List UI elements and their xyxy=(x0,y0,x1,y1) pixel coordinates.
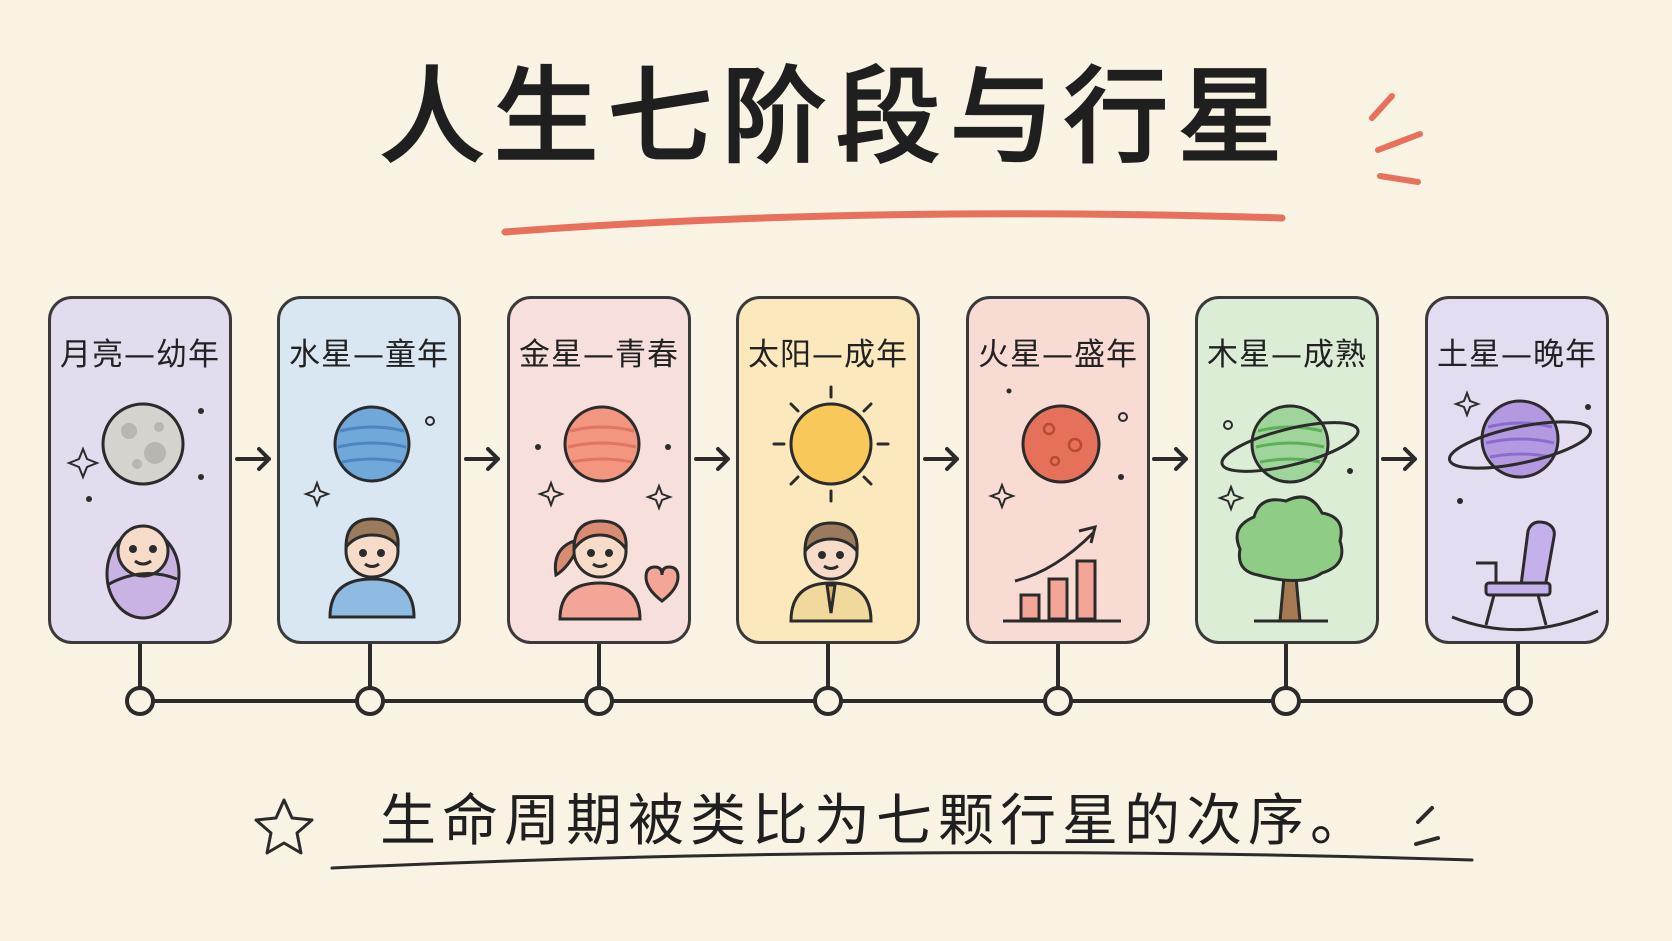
timeline-node xyxy=(355,686,385,716)
stage-label: 太阳—成年 xyxy=(748,337,908,373)
venus-icon xyxy=(563,405,641,483)
stage-label: 水星—童年 xyxy=(289,337,449,373)
man-icon xyxy=(789,521,873,623)
sparkle-icon xyxy=(988,388,1128,510)
arrow-icon xyxy=(1152,447,1188,471)
stage-label: 火星—盛年 xyxy=(978,337,1138,373)
stage-card-sun: 太阳—成年 xyxy=(736,296,920,644)
stage-label: 木星—成熟 xyxy=(1207,337,1367,373)
sparkle-icon xyxy=(303,416,435,508)
title-underline xyxy=(501,210,1286,236)
stage-label: 土星—晚年 xyxy=(1437,337,1597,373)
star-icon xyxy=(254,798,314,855)
sparkle-icon xyxy=(535,444,673,511)
timeline-node xyxy=(584,686,614,716)
stage-label: 金星—青春 xyxy=(519,337,679,373)
page-title: 人生七阶段与行星 xyxy=(379,56,1292,178)
timeline-node xyxy=(813,686,843,716)
sparkle-icon xyxy=(1453,390,1591,504)
arrow-icon xyxy=(923,447,959,471)
stage-card-moon: 月亮—幼年 xyxy=(48,296,232,644)
moon-icon xyxy=(101,402,185,486)
title-decoration xyxy=(501,93,1423,236)
girl-icon xyxy=(553,519,642,621)
arrow-icon xyxy=(1381,447,1417,471)
arrow-icon xyxy=(694,447,730,471)
sun-icon xyxy=(772,385,890,503)
stage-card-jupiter: 木星—成熟 xyxy=(1195,296,1379,644)
sparkle-icon xyxy=(1217,420,1353,512)
arrow-icon xyxy=(235,447,271,471)
jupiter-icon xyxy=(1220,404,1360,484)
stage-card-mercury: 水星—童年 xyxy=(277,296,461,644)
saturn-icon xyxy=(1447,399,1593,479)
arrow-icon xyxy=(464,447,500,471)
caption-underline xyxy=(330,851,1474,870)
stage-label: 月亮—幼年 xyxy=(60,337,220,373)
sparkle-accent-icon xyxy=(1414,806,1440,846)
mars-icon xyxy=(1021,404,1101,484)
growth-chart-icon xyxy=(1003,524,1121,623)
stage-card-venus: 金星—青春 xyxy=(507,296,691,644)
caption: 生命周期被类比为七颗行星的次序。 xyxy=(380,789,1372,854)
tree-icon xyxy=(1235,495,1344,623)
timeline-node xyxy=(125,686,155,716)
baby-icon xyxy=(105,524,181,620)
timeline-node xyxy=(1043,686,1073,716)
stage-card-saturn: 土星—晚年 xyxy=(1425,296,1609,644)
sparkle-accent-icon xyxy=(1369,93,1423,185)
stage-card-mars: 火星—盛年 xyxy=(966,296,1150,644)
heart-icon xyxy=(644,565,680,603)
sparkle-icon xyxy=(66,408,204,502)
mercury-icon xyxy=(333,405,411,483)
timeline-node xyxy=(1503,686,1533,716)
rocking-chair-icon xyxy=(1451,520,1599,632)
timeline-node xyxy=(1271,686,1301,716)
boy-icon xyxy=(328,517,416,619)
